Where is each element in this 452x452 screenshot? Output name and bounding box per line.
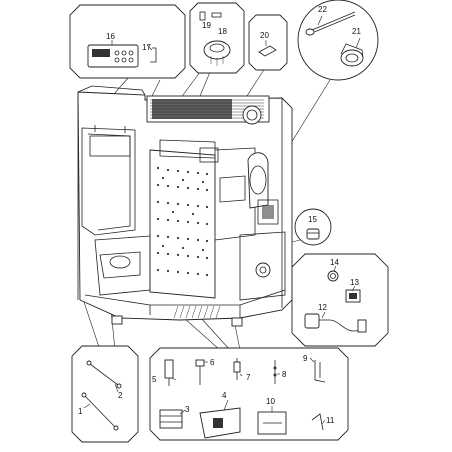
callout-19: 19 — [202, 21, 211, 30]
callout-7: 7 — [246, 373, 251, 382]
perforation-dots — [156, 166, 209, 277]
callout-box-electronic-parts — [149, 347, 349, 441]
base-grate — [173, 305, 221, 319]
callout-20: 20 — [260, 31, 269, 40]
callout-5: 5 — [152, 375, 157, 384]
callout-11: 11 — [326, 416, 335, 425]
callout-15: 15 — [308, 215, 317, 224]
callout-3: 3 — [185, 405, 190, 414]
callout-12: 12 — [318, 303, 327, 312]
callout-labels: 1 2 3 4 5 6 7 8 9 10 11 12 13 14 15 16 1… — [78, 5, 361, 425]
callout-box-sensors — [189, 2, 245, 74]
callout-18: 18 — [218, 27, 227, 36]
callout-8: 8 — [282, 370, 287, 379]
callout-box-control-panel — [69, 4, 186, 79]
callout-9: 9 — [303, 354, 308, 363]
callout-21: 21 — [352, 27, 361, 36]
callout-22: 22 — [318, 5, 327, 14]
callout-box-exhaust-parts — [297, 0, 379, 81]
callout-box-cables — [71, 345, 139, 443]
callout-10: 10 — [266, 397, 275, 406]
callout-14: 14 — [330, 258, 339, 267]
callout-6: 6 — [210, 358, 215, 367]
stove-body — [77, 85, 293, 327]
callout-box-part-20 — [248, 14, 288, 71]
callout-box-part-15 — [294, 208, 332, 246]
callout-1: 1 — [78, 407, 83, 416]
callout-17: 17 — [142, 43, 151, 52]
callout-13: 13 — [350, 278, 359, 287]
callout-box-electrical-components — [291, 253, 389, 347]
callout-4: 4 — [222, 391, 227, 400]
callout-16: 16 — [106, 32, 115, 41]
callout-2: 2 — [118, 391, 123, 400]
